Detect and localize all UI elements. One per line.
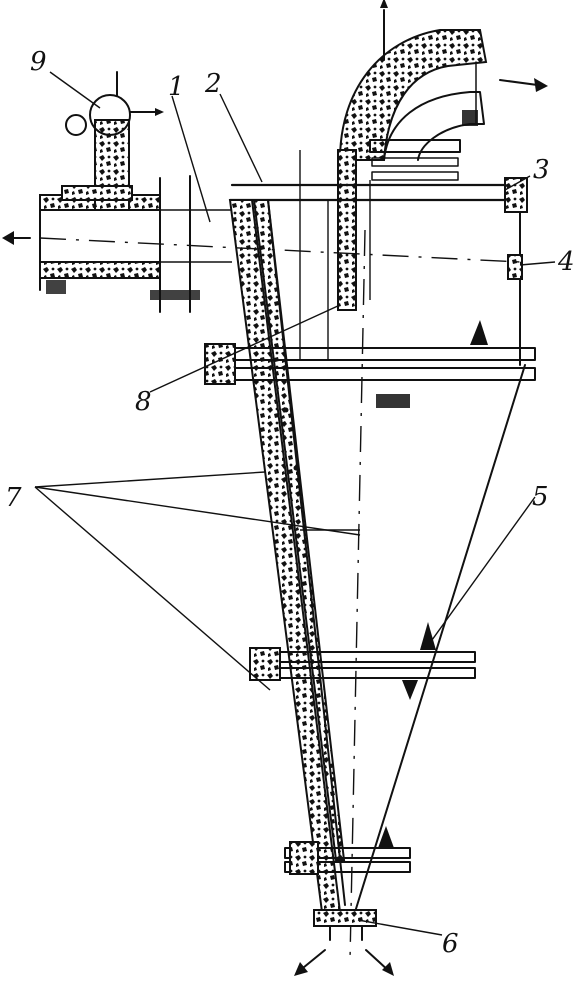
marker-dot: [283, 407, 289, 413]
outlet-arrow: [499, 78, 548, 92]
valve-drive: [61, 71, 164, 211]
label-5: 5: [532, 482, 549, 512]
inlet-arrow: [2, 231, 31, 245]
label-9: 9: [30, 47, 47, 77]
ring-flange-2: [249, 622, 476, 700]
leader-lines: [34, 71, 556, 936]
label-7: 7: [5, 483, 22, 513]
discharge-arrows: [294, 949, 394, 976]
marker-dot: [293, 465, 299, 471]
label-8: 8: [135, 387, 152, 417]
vortex-finder: [299, 139, 461, 311]
label-2: 2: [204, 69, 222, 99]
cyclone-axis: [349, 229, 366, 961]
cone-lining: [228, 199, 526, 913]
label-3: 3: [533, 155, 550, 185]
outlet-elbow: [338, 0, 488, 161]
label-1: 1: [168, 72, 185, 102]
apex-outlet: [313, 909, 377, 941]
ring-flange-1: [204, 320, 536, 408]
label-6: 6: [442, 929, 459, 959]
ring-flange-3: [284, 826, 411, 875]
label-4: 4: [557, 247, 575, 277]
horizontal-axis: [39, 237, 521, 263]
